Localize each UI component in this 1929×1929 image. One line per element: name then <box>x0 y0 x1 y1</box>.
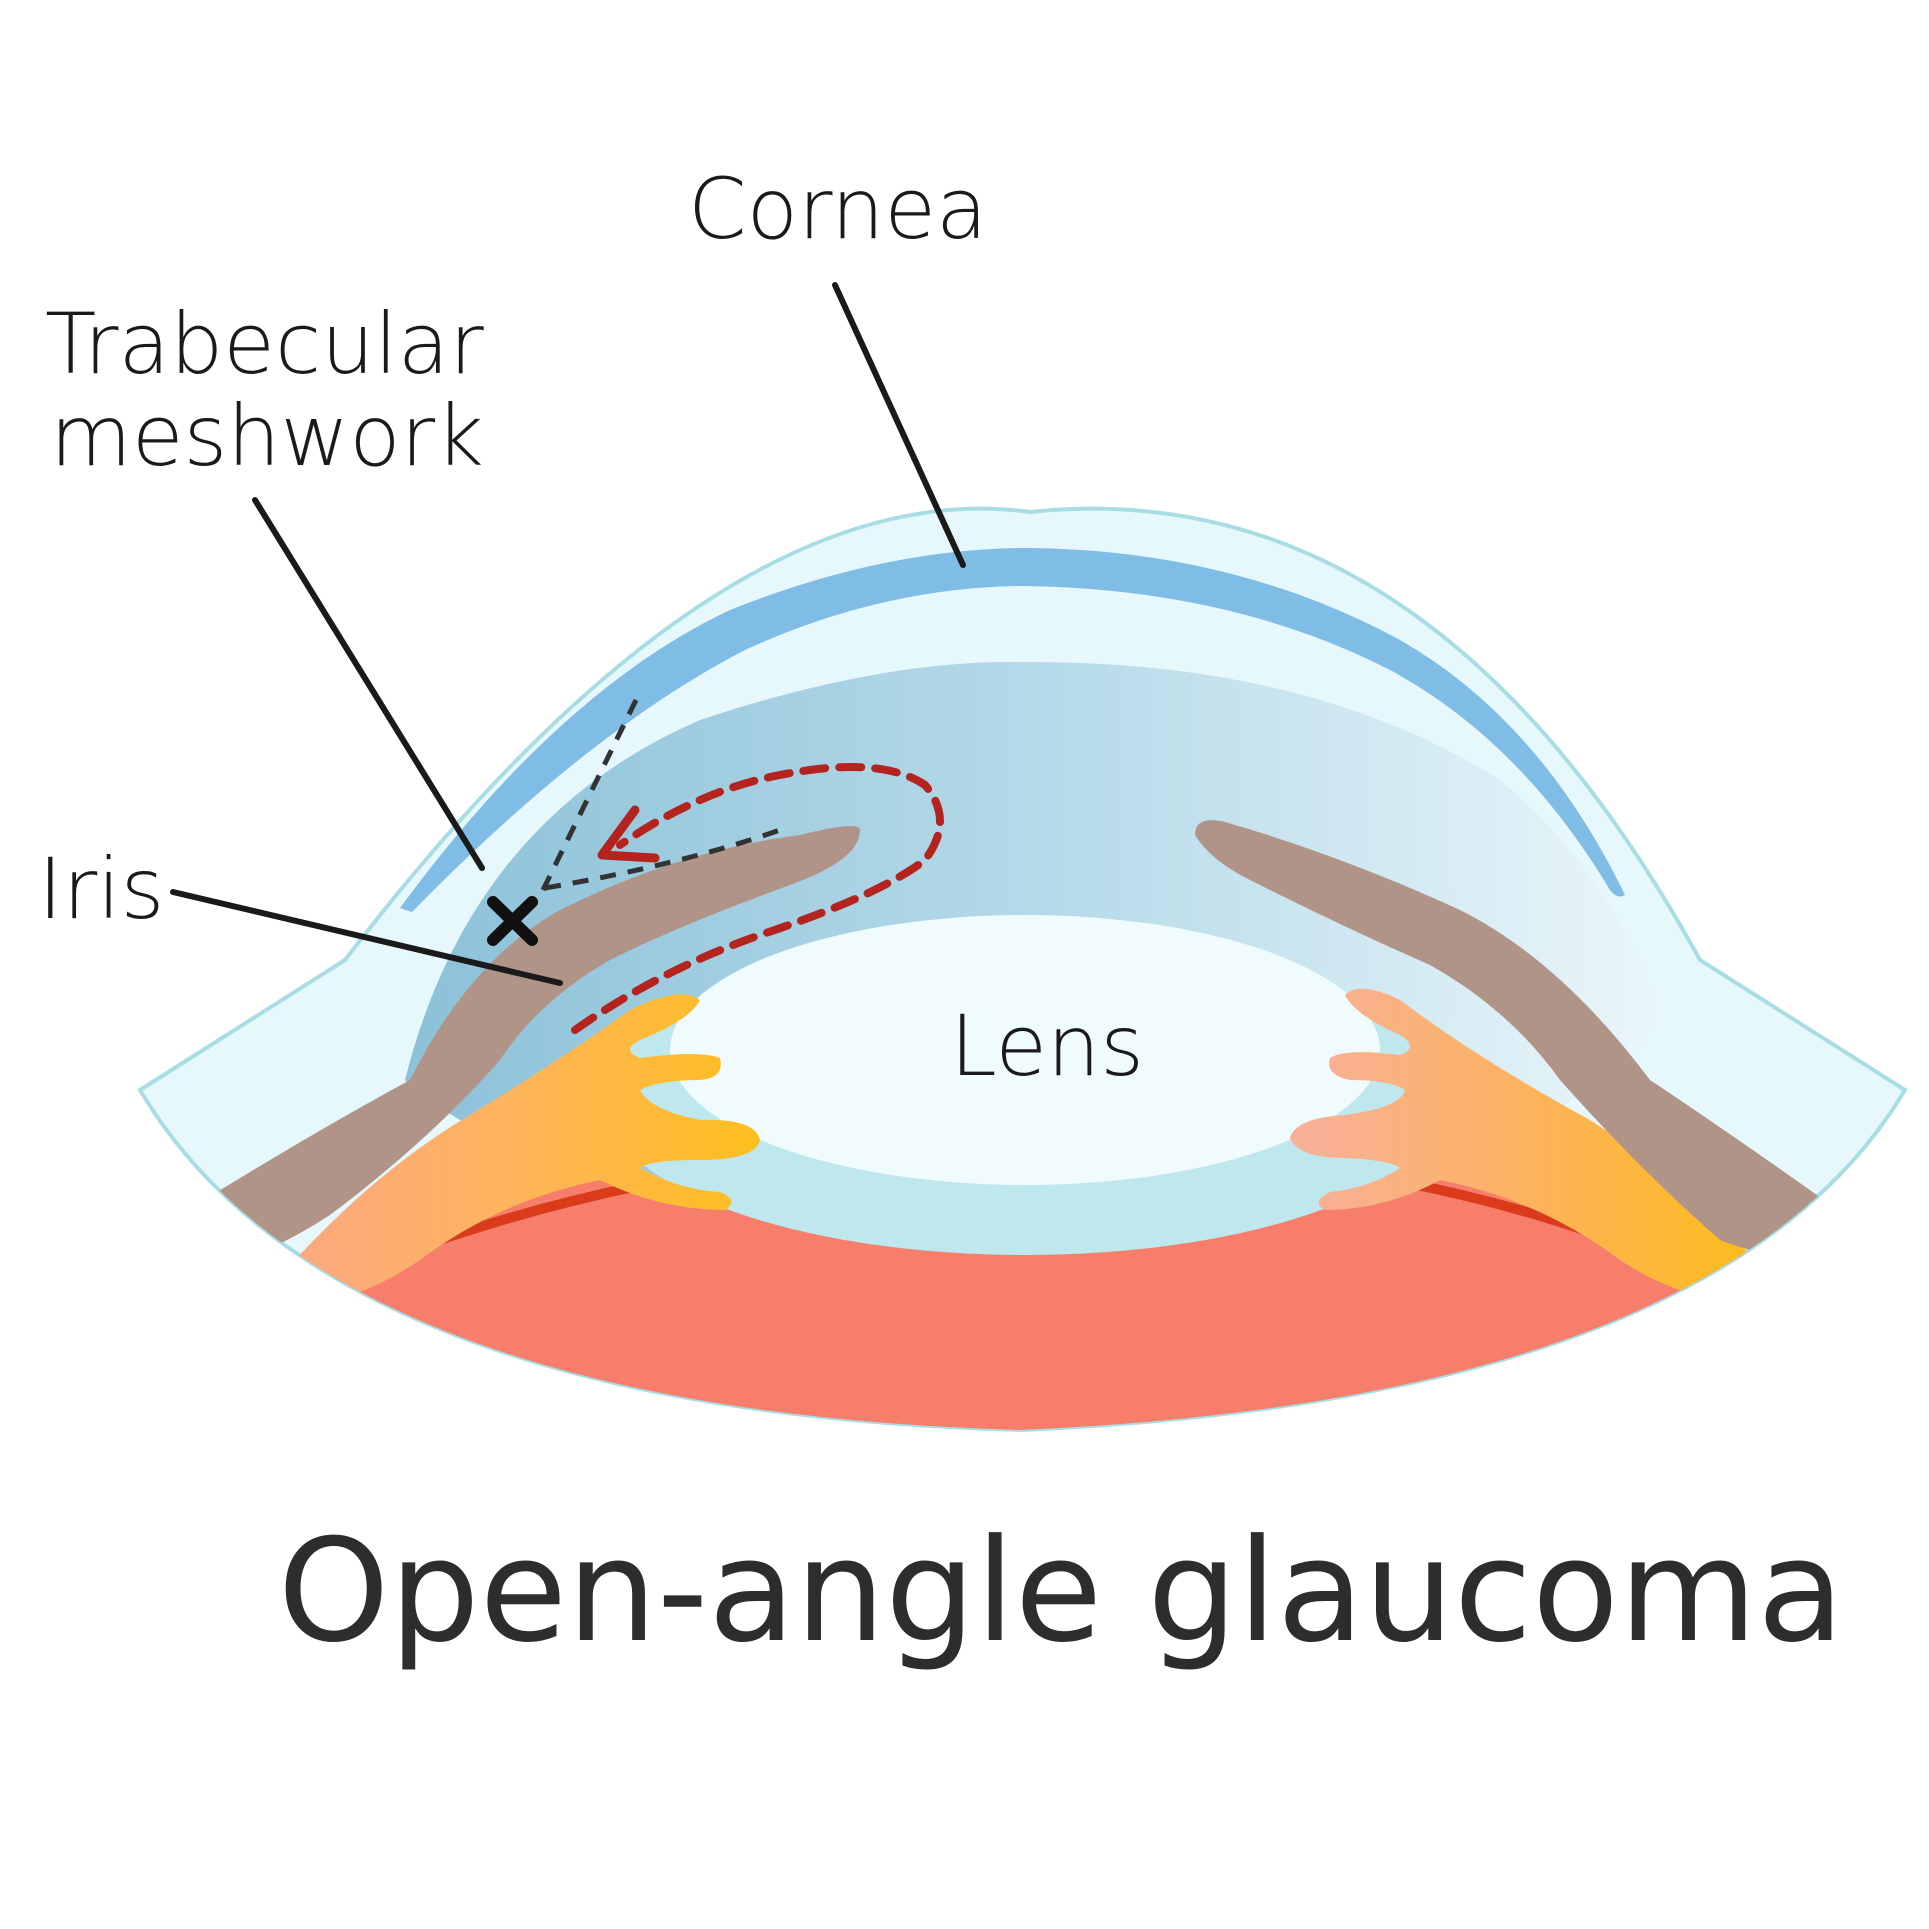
drainage-path-dashed <box>540 698 639 892</box>
trabecular-label-line2: meshwork <box>50 387 484 485</box>
blocked-marker-icon <box>487 896 538 946</box>
trabecular-leader-line <box>252 497 485 871</box>
aqueous-flow-arrow <box>571 763 944 1034</box>
cornea-leader-line <box>832 282 966 568</box>
flow-arrow-head <box>597 805 660 863</box>
ciliary-body-right <box>1290 988 1790 1300</box>
lens <box>670 915 1380 1185</box>
cornea-label: Cornea <box>688 160 988 258</box>
cornea-band <box>400 548 1625 912</box>
iris-left <box>180 826 860 1260</box>
diagram-title: Open-angle glaucoma <box>278 1509 1845 1674</box>
drainage-path-dashed-2 <box>544 827 781 891</box>
ciliary-body-left <box>260 994 760 1300</box>
trabecular-label-line1: Trabecular <box>45 295 484 393</box>
iris-leader-line <box>170 889 563 986</box>
iris-label: Iris <box>38 840 164 938</box>
lens-label: Lens <box>950 997 1144 1095</box>
iris-right <box>1195 820 1845 1254</box>
